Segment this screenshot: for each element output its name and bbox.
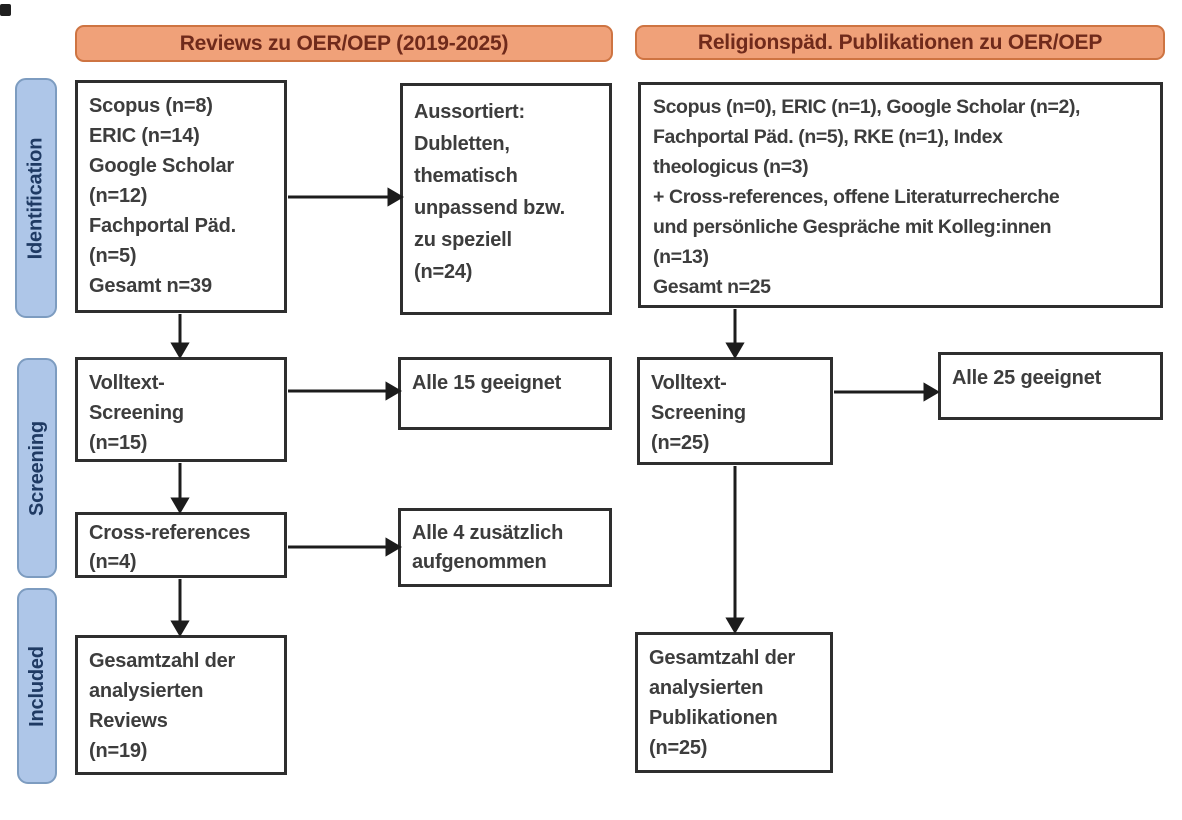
text-line: + Cross-references, offene Literaturrech… [653, 186, 1060, 208]
text-line: ERIC (n=14) [89, 125, 200, 147]
left-crossref-box: Cross-references (n=4) [75, 512, 287, 578]
left-fulltext-result-box: Alle 15 geeignet [398, 357, 612, 430]
stage-label-identification: Identification [15, 78, 57, 318]
text-line: thematisch [414, 165, 518, 187]
text-line: Volltext- [651, 372, 727, 394]
left-column-header-label: Reviews zu OER/OEP (2019-2025) [179, 31, 509, 55]
text-line: (n=25) [649, 737, 708, 759]
arrowhead [725, 617, 745, 634]
text-line: Google Scholar [89, 155, 235, 177]
text-line: Scopus (n=8) [89, 95, 213, 117]
arrowhead [725, 342, 745, 359]
text-line: (n=25) [651, 432, 710, 454]
arrowhead [923, 382, 940, 402]
right-fulltext-result-box: Alle 25 geeignet [938, 352, 1163, 420]
right-column-header-label: Religionspäd. Publikationen zu OER/OEP [697, 30, 1103, 54]
stage-label-screening-text: Screening [25, 420, 48, 516]
text-line: Dubletten, [414, 133, 510, 155]
text-line: Volltext- [89, 372, 165, 394]
right-column-header: Religionspäd. Publikationen zu OER/OEP [635, 25, 1165, 60]
text-line: analysierten [649, 677, 764, 699]
text-line: Gesamt n=39 [89, 275, 212, 297]
left-identification-box: Scopus (n=8) ERIC (n=14) Google Scholar … [75, 80, 287, 313]
text-line: Gesamtzahl der [89, 650, 236, 672]
text-line: Cross-references [89, 522, 251, 544]
text-line: aufgenommen [412, 551, 547, 573]
text-line: Alle 4 zusätzlich [412, 522, 564, 544]
text-line: Gesamtzahl der [649, 647, 796, 669]
left-fulltext-screening-box: Volltext- Screening (n=15) [75, 357, 287, 462]
text-line: Screening [651, 402, 746, 424]
text-line: Fachportal Päd. [89, 215, 237, 237]
left-excluded-box: Aussortiert: Dubletten, thematisch unpas… [400, 83, 612, 315]
text-line: Aussortiert: [414, 101, 525, 123]
text-line: Publikationen [649, 707, 778, 729]
text-line: Scopus (n=0), ERIC (n=1), Google Scholar… [653, 96, 1081, 118]
text-line: (n=13) [653, 246, 709, 268]
stage-label-included-text: Included [25, 645, 48, 727]
text-line: (n=19) [89, 740, 148, 762]
text-line: Screening [89, 402, 184, 424]
arrowhead [170, 620, 190, 637]
stage-label-identification-text: Identification [24, 137, 47, 259]
text-line: (n=12) [89, 185, 148, 207]
right-identification-box: Scopus (n=0), ERIC (n=1), Google Scholar… [638, 82, 1163, 308]
left-crossref-result-box: Alle 4 zusätzlich aufgenommen [398, 508, 612, 587]
text-line: Reviews [89, 710, 168, 732]
text-line: Alle 25 geeignet [952, 367, 1102, 389]
left-column-header: Reviews zu OER/OEP (2019-2025) [75, 25, 613, 62]
text-line: theologicus (n=3) [653, 156, 809, 178]
text-line: Fachportal Päd. (n=5), RKE (n=1), Index [653, 126, 1003, 148]
stage-label-included: Included [17, 588, 57, 784]
right-fulltext-screening-box: Volltext- Screening (n=25) [637, 357, 833, 465]
text-line: und persönliche Gespräche mit Kolleg:inn… [653, 216, 1052, 238]
text-line: analysierten [89, 680, 204, 702]
text-line: zu speziell [414, 229, 512, 251]
text-line: (n=5) [89, 245, 137, 267]
text-line: (n=15) [89, 432, 148, 454]
text-line: (n=4) [89, 551, 137, 573]
left-included-box: Gesamtzahl der analysierten Reviews (n=1… [75, 635, 287, 775]
text-line: unpassend bzw. [414, 197, 565, 219]
stage-label-screening: Screening [17, 358, 57, 578]
text-line: Gesamt n=25 [653, 276, 771, 298]
scan-artifact-square [0, 4, 11, 16]
arrowhead [170, 342, 190, 359]
text-line: Alle 15 geeignet [412, 372, 562, 394]
text-line: (n=24) [414, 261, 473, 283]
arrowhead [170, 497, 190, 514]
right-included-box: Gesamtzahl der analysierten Publikatione… [635, 632, 833, 773]
